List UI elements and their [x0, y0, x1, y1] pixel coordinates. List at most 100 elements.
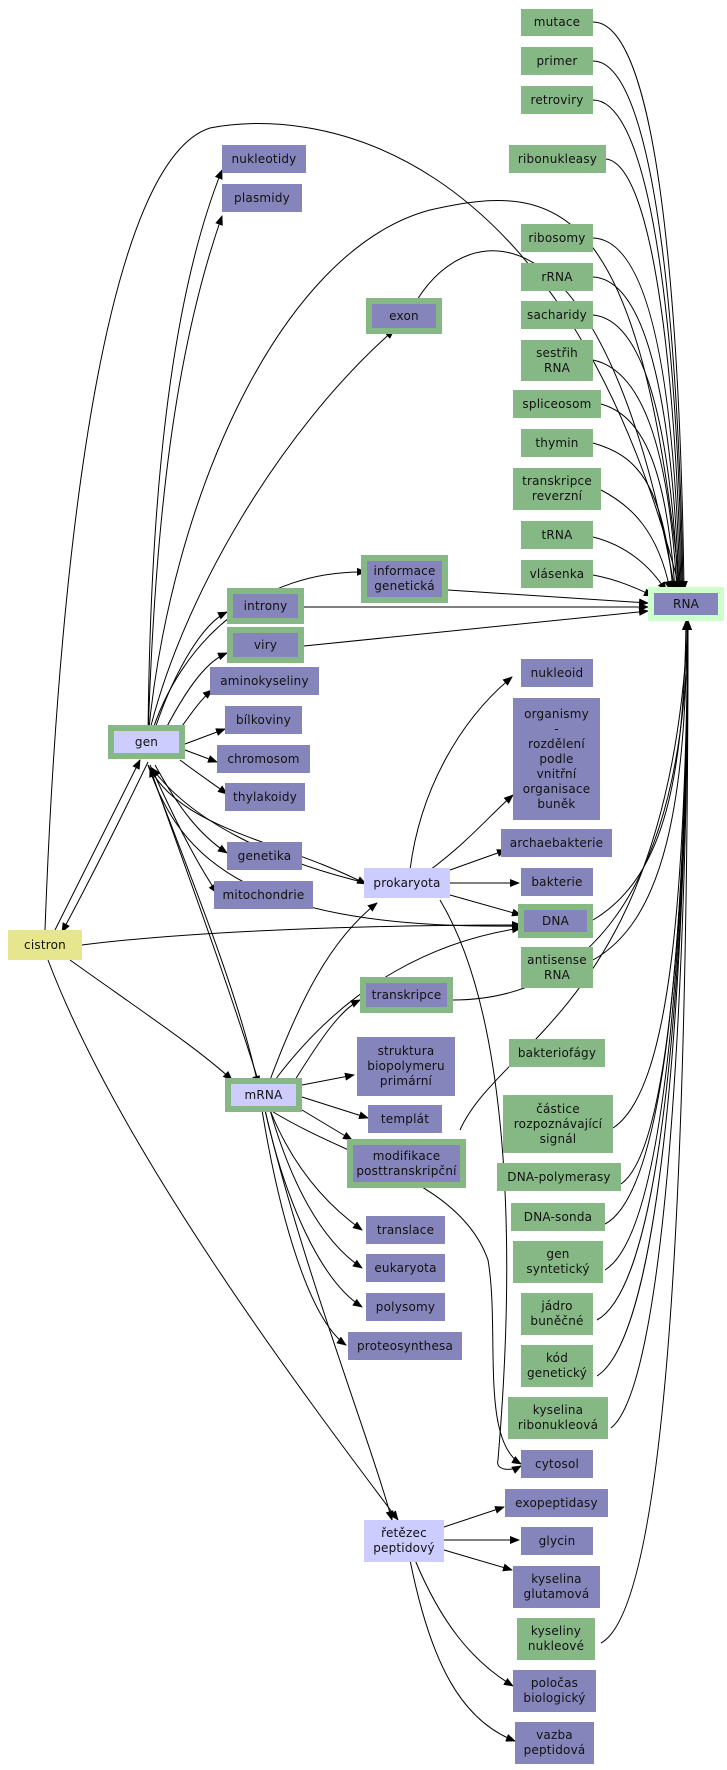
edge-gen-bilkoviny [184, 728, 226, 745]
node-polysomy[interactable]: polysomy [366, 1293, 445, 1321]
edge-antisense-rna [592, 620, 691, 961]
edge-mrna-struktura [301, 1072, 355, 1086]
node-dna-sonda[interactable]: DNA-sonda [511, 1203, 605, 1231]
edge-gen-introny [151, 611, 228, 739]
edge-retezec-glutamova [443, 1549, 513, 1572]
edge-ribonukleasy-rna [605, 158, 685, 591]
node-informace-geneticka[interactable]: informace genetická [361, 555, 448, 603]
node-exon[interactable]: exon [366, 298, 442, 334]
edge-mrna-prokaryota [269, 902, 378, 1081]
edge-gen-cistron [61, 761, 149, 933]
edge-cistron-dna [81, 921, 522, 946]
node-thylakoidy[interactable]: thylakoidy [225, 783, 305, 811]
node-kod-geneticky[interactable]: kód genetický [521, 1345, 593, 1387]
edge-prokaryota-nukleoid [409, 676, 513, 871]
node-bakteriofagy[interactable]: bakteriofágy [509, 1039, 605, 1067]
node-vazba-peptidova[interactable]: vazba peptidová [515, 1722, 594, 1764]
edge-mrna-eukaryota [269, 1109, 363, 1269]
edge-transkripce-rna [452, 620, 692, 1001]
node-mitochondrie[interactable]: mitochondrie [214, 881, 313, 909]
node-retezec-peptidovy[interactable]: řetězec peptidový [364, 1520, 444, 1562]
node-eukaryota[interactable]: eukaryota [366, 1254, 445, 1282]
edge-ribosomy-rna [592, 237, 684, 591]
node-kyseliny-nukleove[interactable]: kyseliny nukleové [517, 1618, 595, 1660]
node-chromosom[interactable]: chromosom [217, 745, 310, 773]
node-dna[interactable]: DNA [518, 904, 593, 938]
node-genetika[interactable]: genetika [227, 842, 302, 870]
node-organismy[interactable]: organismy - rozdělení podle vnitřní orga… [513, 698, 600, 820]
node-struktura[interactable]: struktura biopolymeru primární [357, 1037, 455, 1096]
edge-prokaryota-dna [449, 894, 522, 917]
node-vlasenka[interactable]: vlásenka [521, 560, 593, 588]
node-sacharidy[interactable]: sacharidy [521, 301, 593, 329]
node-proteosynthesa[interactable]: proteosynthesa [348, 1332, 462, 1360]
node-kyselina-glutamova[interactable]: kyselina glutamová [513, 1566, 600, 1608]
edge-mutace-rna [592, 21, 688, 591]
node-mutace[interactable]: mutace [521, 9, 593, 36]
edge-mrna-modifikace [301, 1109, 353, 1141]
node-glycin[interactable]: glycin [521, 1527, 593, 1555]
node-spliceosom[interactable]: spliceosom [513, 390, 601, 418]
node-retroviry[interactable]: retroviry [521, 86, 593, 114]
node-prokaryota[interactable]: prokaryota [364, 868, 450, 898]
node-aminokyseliny[interactable]: aminokyseliny [210, 667, 319, 695]
node-transkripce[interactable]: transkripce [360, 977, 453, 1013]
node-primer[interactable]: primer [521, 47, 593, 75]
edge-gen-viry [159, 652, 228, 741]
node-kyselina-ribonukleova[interactable]: kyselina ribonukleová [508, 1397, 608, 1439]
edge-mrna-transkripce [294, 999, 361, 1081]
edge-gen-exon [147, 329, 395, 739]
edge-informace-rna [447, 589, 649, 607]
edge-trna-rna [592, 536, 667, 592]
edge-kyseliny-nukl-rna [600, 620, 692, 1644]
edge-vlasenka-rna [592, 574, 654, 597]
node-gen-synteticky[interactable]: gen syntetický [513, 1241, 603, 1283]
edge-dna-rna [592, 620, 690, 921]
edge-kyselina-ribo-rna [610, 620, 692, 1429]
edge-prokaryota-cytosol [439, 899, 522, 1474]
node-dna-polymerasy[interactable]: DNA-polymerasy [497, 1163, 621, 1191]
edge-gen-mrna [147, 764, 261, 1086]
node-sestrih-rna[interactable]: sestřih RNA [521, 340, 593, 381]
edge-cistron-gen [54, 759, 141, 931]
node-ribonukleasy[interactable]: ribonukleasy [509, 145, 606, 173]
node-gen[interactable]: gen [108, 725, 185, 759]
node-antisense-rna[interactable]: antisense RNA [521, 947, 593, 988]
edge-viry-rna [303, 607, 649, 647]
node-castice[interactable]: částice rozpoznávající signál [503, 1095, 613, 1153]
node-rrna[interactable]: rRNA [521, 263, 593, 291]
node-ribosomy[interactable]: ribosomy [521, 224, 593, 252]
node-mrna[interactable]: mRNA [225, 1078, 302, 1112]
node-thymin[interactable]: thymin [521, 429, 593, 457]
node-nukleotidy[interactable]: nukleotidy [222, 145, 306, 173]
node-viry[interactable]: viry [227, 627, 304, 663]
edge-primer-rna [592, 60, 687, 591]
edge-gen-thylakoidy [179, 759, 228, 795]
node-translace[interactable]: translace [366, 1216, 445, 1244]
node-trna[interactable]: tRNA [521, 521, 593, 549]
node-templat[interactable]: templát [368, 1105, 442, 1133]
node-modifikace[interactable]: modifikace posttranskripční [347, 1139, 466, 1188]
node-transkripce-reverzni[interactable]: transkripce reverzní [513, 468, 601, 510]
edge-gen-rna [147, 200, 684, 739]
edge-mrna-cytosol [269, 1109, 522, 1465]
node-bilkoviny[interactable]: bílkoviny [225, 706, 302, 734]
edge-sacharidy-rna [592, 314, 682, 591]
node-jadro-bunecne[interactable]: jádro buněčné [521, 1293, 593, 1335]
node-cistron[interactable]: cistron [8, 930, 82, 960]
node-bakterie[interactable]: bakterie [521, 868, 593, 896]
edge-prokaryota-gen [151, 767, 367, 884]
node-rna[interactable]: RNA [648, 587, 724, 621]
node-exopeptidasy[interactable]: exopeptidasy [505, 1489, 608, 1517]
node-introny[interactable]: introny [227, 588, 304, 624]
node-cytosol[interactable]: cytosol [521, 1450, 593, 1478]
node-plasmidy[interactable]: plasmidy [222, 184, 302, 212]
edge-gen-nukleotidy [147, 169, 223, 739]
node-nukleoid[interactable]: nukleoid [521, 659, 593, 687]
node-archaebakterie[interactable]: archaebakterie [501, 829, 612, 857]
edge-gen-genetika [154, 764, 228, 854]
node-polocas-biologicky[interactable]: poločas biologický [513, 1670, 596, 1712]
edge-gen-prokaryota [147, 764, 367, 885]
